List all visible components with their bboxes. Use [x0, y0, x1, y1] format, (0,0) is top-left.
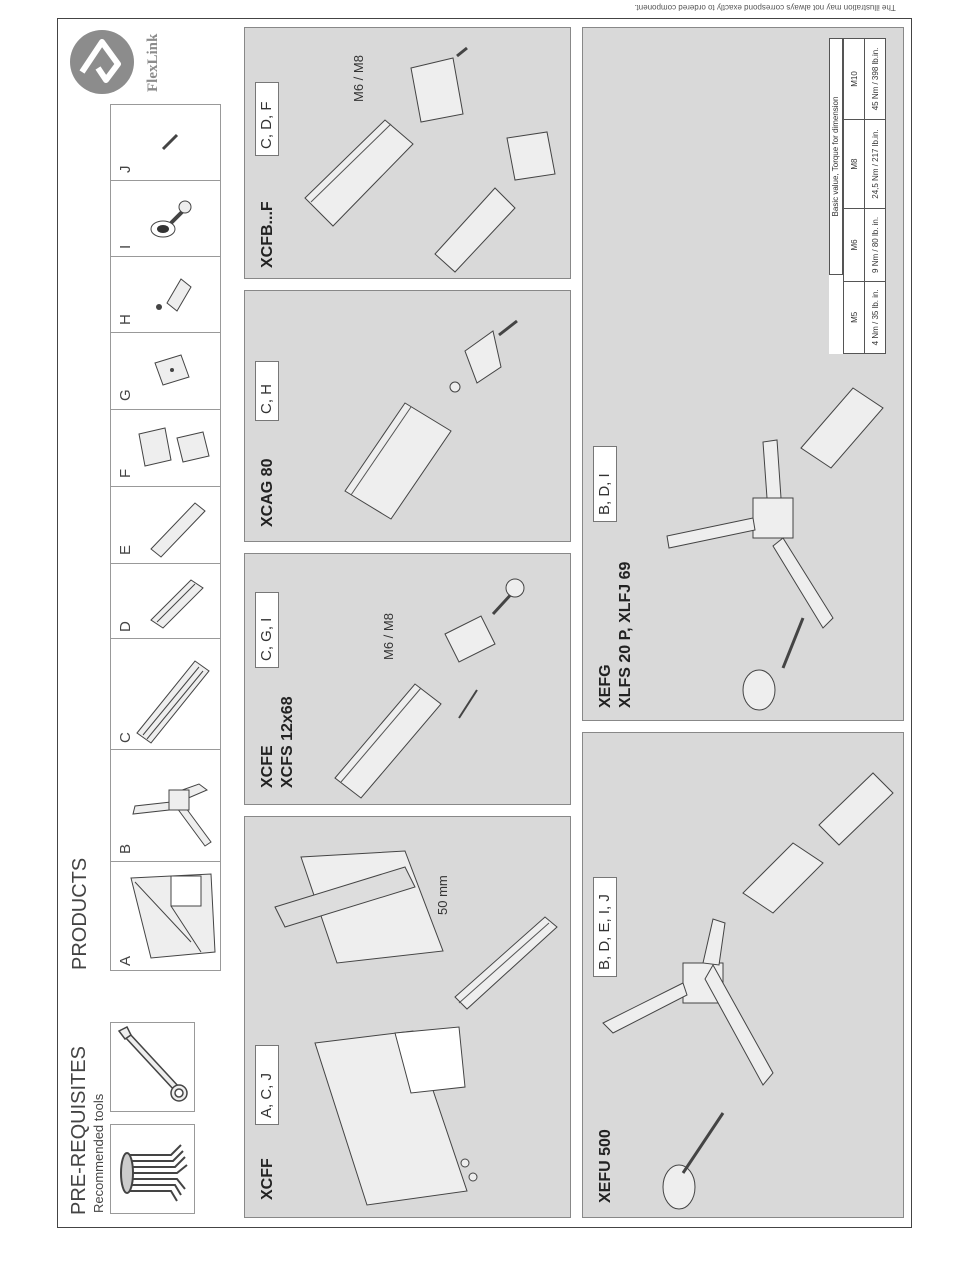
product-i: I	[110, 180, 221, 256]
wrench-icon	[117, 1025, 188, 1102]
panel-xcfb: XCFB...F C, D, F M6 / M8	[244, 27, 571, 279]
xcfb-assembly-drawing	[304, 46, 556, 273]
flexlink-logo-icon	[70, 30, 134, 94]
panel-xefu-codes-box: B, D, E, I, J	[593, 877, 617, 977]
xefg-assembly-drawing	[666, 387, 884, 711]
disclaimer-text: The illustration may not always correspo…	[634, 3, 896, 12]
panel-xefu: XEFU 500 B, D, E, I, J	[582, 732, 904, 1218]
product-e: E	[110, 486, 221, 563]
panel-xcfe: XCFE XCFS 12x68 C, G, I M6 / M8	[244, 553, 571, 805]
xefu-assembly-drawing	[602, 772, 894, 1210]
page-frame	[57, 18, 912, 1228]
product-c: C	[110, 638, 221, 749]
panel-xcff-codes-box: A, C, J	[255, 1045, 279, 1125]
panel-xcag: XCAG 80 C, H	[244, 290, 571, 542]
product-h: H	[110, 256, 221, 332]
panel-xcfe-codes-box: C, G, I	[255, 592, 279, 668]
plate-icon	[154, 354, 190, 386]
pin-icon	[161, 133, 179, 151]
product-d: D	[110, 563, 221, 638]
three-leg-base-icon	[132, 783, 212, 847]
long-profile-icon	[136, 660, 210, 744]
product-g: G	[110, 332, 221, 409]
product-b: B	[110, 749, 221, 861]
panel-xcff: XCFF A, C, J 50 mm	[244, 816, 571, 1218]
disclaimer: The illustration may not always correspo…	[620, 0, 910, 14]
tube-connector-icon	[150, 502, 206, 558]
xcff-assembly-drawing	[274, 850, 558, 1206]
prerequisites-subtitle: Recommended tools	[91, 1093, 106, 1213]
xcfe-assembly-drawing	[334, 578, 525, 799]
floor-plate-icon	[130, 873, 216, 959]
bracket-icon	[156, 278, 192, 312]
prerequisites-title: PRE-REQUISITES	[68, 1046, 90, 1215]
plates-icon	[138, 427, 210, 467]
panel-xefg: XEFG XLFS 20 P, XLFJ 69 B, D, I Basic va…	[582, 27, 904, 721]
hex-key-set-box	[110, 1124, 195, 1214]
flexlink-logo: FlexLink	[68, 28, 168, 98]
panel-xcfb-codes-box: C, D, F	[255, 82, 279, 156]
xcag-assembly-drawing	[344, 319, 518, 520]
levelling-foot-icon	[150, 200, 192, 238]
wrench-box	[110, 1022, 195, 1112]
flexlink-logo-text: FlexLink	[145, 33, 161, 92]
products-title: PRODUCTS	[69, 857, 91, 970]
product-f: F	[110, 409, 221, 486]
panel-xcag-codes-box: C, H	[255, 361, 279, 421]
product-j: J	[110, 104, 221, 180]
product-a: A	[110, 861, 221, 971]
short-profile-icon	[150, 579, 204, 629]
hex-key-set-icon	[120, 1144, 188, 1202]
panel-xefg-codes-box: B, D, I	[593, 446, 617, 522]
